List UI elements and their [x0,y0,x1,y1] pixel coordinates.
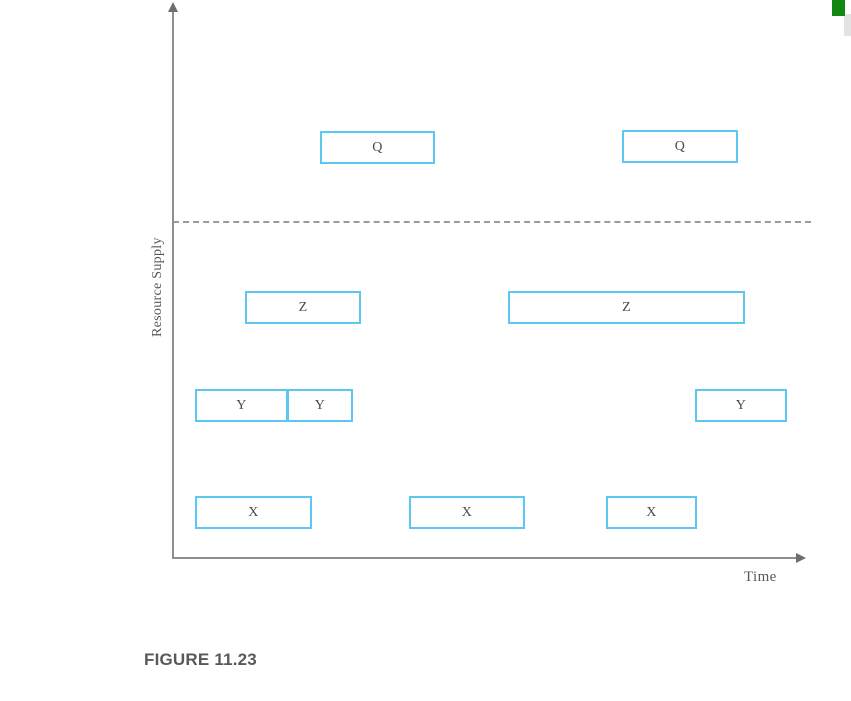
x-axis-title: Time [744,569,777,585]
x-axis-arrow-icon [796,553,806,563]
resource-block-y: Y [287,389,353,422]
resource-block-q: Q [622,130,738,163]
y-axis-title: Resource Supply [150,237,165,338]
resource-block-y: Y [695,389,787,422]
resource-block-x: X [195,496,312,529]
resource-block-y: Y [195,389,288,422]
resource-block-z: Z [245,291,361,324]
corner-gray-panel [844,14,851,36]
resource-block-q: Q [320,131,435,164]
corner-green-marker [832,0,845,16]
capacity-threshold-line [173,221,811,223]
y-axis-arrow-icon [168,2,178,12]
y-axis-line [172,10,174,559]
resource-block-x: X [409,496,525,529]
resource-block-x: X [606,496,697,529]
figure-caption: FIGURE 11.23 [144,650,257,669]
resource-block-z: Z [508,291,745,324]
x-axis-line [172,557,800,559]
